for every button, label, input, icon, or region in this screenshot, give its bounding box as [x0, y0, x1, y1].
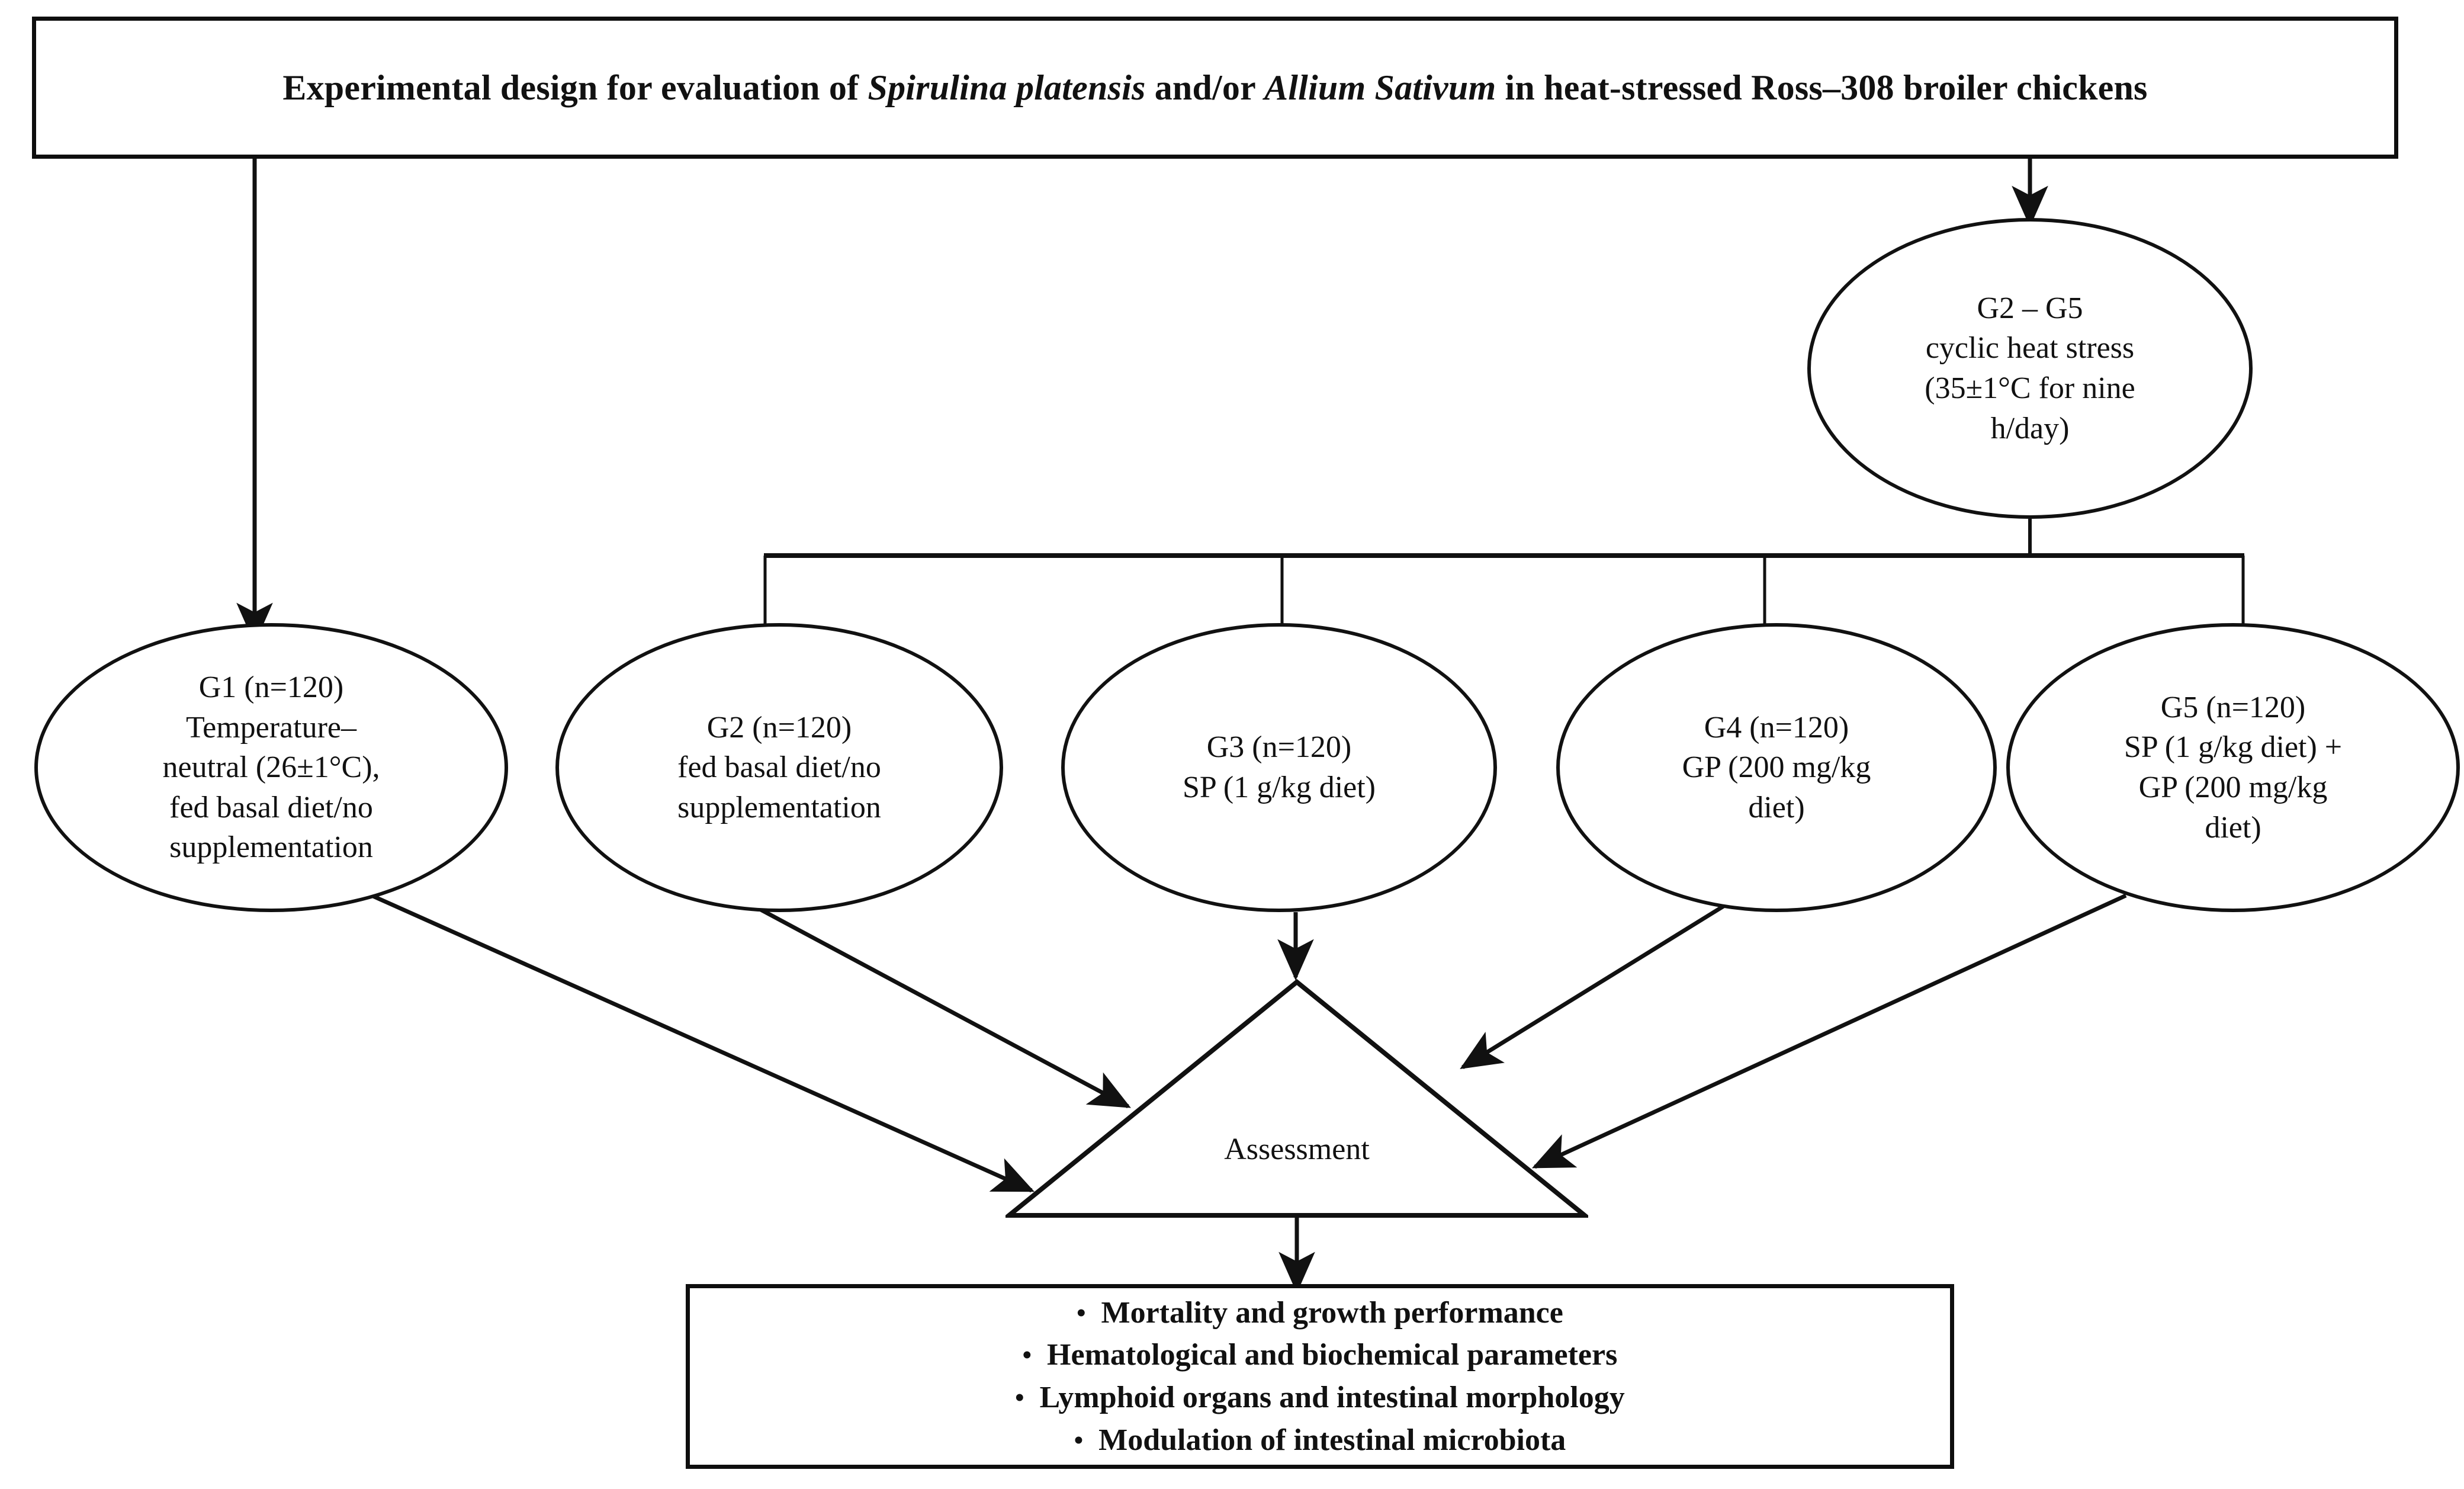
node-group-g4: G4 (n=120) GP (200 mg/kg diet): [1556, 623, 1997, 912]
outcome-text: Hematological and biochemical parameters: [1047, 1338, 1618, 1372]
node-heat-stress-label: G2 – G5 cyclic heat stress (35±1°C for n…: [1925, 291, 2135, 445]
list-item: • Mortality and growth performance: [1015, 1292, 1625, 1334]
outcomes-list: • Mortality and growth performance • Hemat…: [1015, 1292, 1625, 1462]
node-assessment: Assessment: [1005, 978, 1588, 1219]
list-item: • Hematological and biochemical parameter…: [1015, 1334, 1625, 1376]
node-group-g5-label: G5 (n=120) SP (1 g/kg diet) + GP (200 mg…: [2124, 690, 2343, 845]
bullet-icon: •: [1077, 1298, 1086, 1327]
bullet-icon: •: [1015, 1383, 1024, 1412]
diagram-title-text: Experimental design for evaluation of Sp…: [259, 66, 2171, 110]
node-group-g1-label: G1 (n=120) Temperature– neutral (26±1°C)…: [162, 670, 380, 865]
connector-g1-to-assessment: [361, 889, 1035, 1193]
title-species-allium: Allium Sativum: [1264, 68, 1496, 107]
title-middle: and/or: [1145, 68, 1265, 107]
node-group-g3-label: G3 (n=120) SP (1 g/kg diet): [1183, 730, 1376, 804]
node-group-g2-label: G2 (n=120) fed basal diet/no supplementa…: [677, 710, 881, 824]
title-suffix: in heat-stressed Ross–308 broiler chicke…: [1496, 68, 2148, 107]
connector-g5-to-assessment: [1531, 893, 2127, 1169]
diagram-title-box: Experimental design for evaluation of Sp…: [32, 17, 2398, 159]
bullet-icon: •: [1022, 1340, 1032, 1370]
node-group-g1: G1 (n=120) Temperature– neutral (26±1°C)…: [34, 623, 508, 912]
node-heat-stress: G2 – G5 cyclic heat stress (35±1°C for n…: [1807, 218, 2253, 519]
title-species-spirulina: Spirulina platensis: [868, 68, 1146, 107]
list-item: • Lymphoid organs and intestinal morpholo…: [1015, 1376, 1625, 1419]
outcome-text: Modulation of intestinal microbiota: [1098, 1423, 1566, 1457]
title-prefix: Experimental design for evaluation of: [282, 68, 868, 107]
node-group-g2: G2 (n=120) fed basal diet/no supplementa…: [555, 623, 1003, 912]
assessment-triangle-shape: [1005, 978, 1588, 1218]
outcomes-box: • Mortality and growth performance • Hemat…: [686, 1284, 1954, 1469]
node-group-g4-label: G4 (n=120) GP (200 mg/kg diet): [1682, 710, 1871, 824]
list-item: • Modulation of intestinal microbiota: [1015, 1419, 1625, 1462]
node-group-g3: G3 (n=120) SP (1 g/kg diet): [1061, 623, 1497, 912]
node-assessment-label: Assessment: [1224, 1132, 1370, 1166]
node-group-g5: G5 (n=120) SP (1 g/kg diet) + GP (200 mg…: [2006, 623, 2460, 912]
outcome-text: Lymphoid organs and intestinal morpholog…: [1039, 1381, 1625, 1414]
outcome-text: Mortality and growth performance: [1101, 1295, 1563, 1330]
bullet-icon: •: [1074, 1425, 1084, 1455]
